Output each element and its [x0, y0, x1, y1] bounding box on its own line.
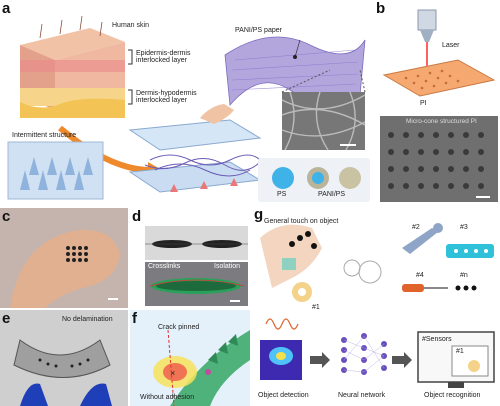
panel-b: b Laser PI Micro-cone structured PI	[376, 0, 500, 205]
panel-g-illustration	[260, 223, 495, 388]
crack-pinned-label: Crack pinned	[158, 324, 200, 331]
label-e: e	[2, 310, 11, 327]
object-recognition-label: Object recognition	[424, 392, 481, 399]
neural-network-label: Neural network	[338, 392, 386, 399]
obj2-label: #2	[412, 224, 420, 231]
objn-label: #n	[460, 272, 468, 279]
svg-text:×: ×	[170, 368, 175, 378]
panel-d-images	[145, 226, 248, 306]
pani-ps-label: PANI/PS	[318, 191, 346, 198]
panel-f-illustration: ×	[130, 310, 250, 406]
crosslinks-label: Crosslinks	[148, 263, 181, 270]
intermittent-label: Intermittent structure	[12, 132, 77, 139]
laser-label: Laser	[442, 42, 460, 49]
no-delamination-label: No delamination	[62, 316, 113, 323]
without-adhesion-label: Without adhesion	[140, 394, 195, 401]
isolation-label: Isolation	[214, 263, 241, 270]
panel-b-illustration	[380, 9, 498, 202]
micro-cone-label: Micro-cone structured PI	[406, 118, 477, 125]
dermis-label: Dermis-hypodermis interlocked layer	[136, 90, 197, 104]
sensors-label: #Sensors	[422, 336, 452, 343]
ps-label: PS	[277, 191, 287, 198]
label-b: b	[376, 0, 386, 17]
panel-a: a Human skin Epidermis-dermis interlocke…	[0, 0, 375, 205]
human-skin-label: Human skin	[112, 22, 149, 29]
label-c: c	[2, 208, 11, 225]
label-d: d	[132, 208, 142, 225]
panel-f: × f Crack pinned Without adhesion	[130, 310, 250, 406]
obj4-label: #4	[416, 272, 424, 279]
panel-d: d Crosslinks Isolation	[130, 208, 250, 308]
obj1-label: #1	[312, 304, 320, 311]
panel-g: g General touch on object #2 #3 #4 #n #1…	[252, 208, 500, 406]
pi-label: PI	[420, 100, 427, 107]
epidermis-label: Epidermis-dermis interlocked layer	[136, 50, 191, 64]
panel-a-illustration	[7, 15, 370, 202]
screen-obj-label: #1	[456, 348, 464, 355]
panel-e: e No delamination	[0, 310, 128, 406]
general-touch-label: General touch on object	[264, 218, 339, 225]
finger-photo	[0, 208, 128, 308]
label-a: a	[2, 0, 11, 17]
panel-c: c	[0, 208, 128, 308]
panel-e-photo	[0, 310, 128, 406]
pani-ps-paper-label: PANI/PS paper	[235, 27, 282, 34]
label-f: f	[132, 310, 137, 327]
label-g: g	[254, 208, 264, 223]
object-detection-label: Object detection	[258, 392, 309, 399]
obj3-label: #3	[460, 224, 468, 231]
